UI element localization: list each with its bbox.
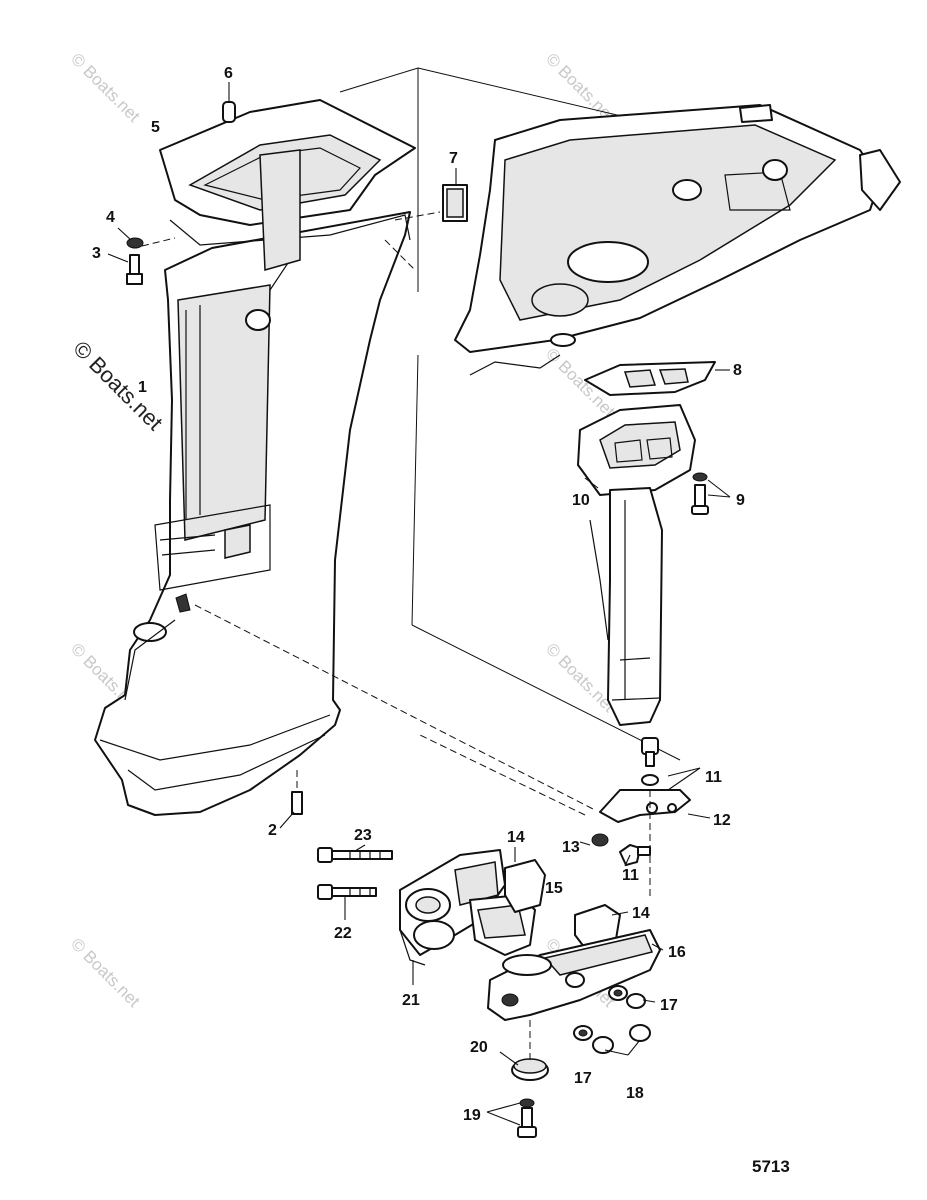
callout-3: 3 — [92, 245, 101, 262]
callout-11: 11 — [705, 769, 722, 786]
callout-17b: 17 — [574, 1070, 592, 1087]
callout-17: 17 — [660, 997, 678, 1014]
watermark-text: © Boats.net — [542, 639, 619, 716]
bolt-washer-set — [107, 227, 176, 285]
callout-14b: 14 — [632, 905, 650, 922]
callout-22: 22 — [334, 925, 352, 942]
callout-labels: 1 2 3 4 5 6 7 8 9 10 11 11 12 13 14 14 1… — [92, 65, 790, 1176]
exhaust-gasket — [584, 361, 730, 396]
dowel-pin — [222, 82, 236, 123]
callout-21: 21 — [402, 992, 420, 1009]
driveshaft-housing — [94, 211, 411, 816]
callout-14: 14 — [507, 829, 525, 846]
top-gasket — [159, 99, 416, 271]
tube-bolt-washer — [691, 472, 731, 515]
callout-1: 1 — [138, 379, 147, 396]
callout-9: 9 — [736, 492, 745, 509]
watermark-text: © Boats.net — [67, 49, 144, 126]
alignment-lines — [194, 211, 651, 900]
callout-13: 13 — [562, 839, 580, 856]
callout-4: 4 — [106, 209, 115, 226]
lower-bracket-assembly — [317, 844, 664, 1138]
callout-19: 19 — [463, 1107, 481, 1124]
callout-16: 16 — [668, 944, 686, 961]
callout-20: 20 — [470, 1039, 488, 1056]
rubber-block — [442, 168, 468, 222]
callout-11b: 11 — [622, 867, 639, 884]
diagram-code: 5713 — [752, 1157, 790, 1176]
callout-2: 2 — [268, 822, 277, 839]
callout-10: 10 — [572, 492, 590, 509]
callout-8: 8 — [733, 362, 742, 379]
watermark-text: © Boats.net — [542, 49, 619, 126]
callout-15: 15 — [545, 880, 563, 897]
watermark-text: © Boats.net — [67, 934, 144, 1011]
callout-18: 18 — [626, 1085, 644, 1102]
exhaust-tube — [577, 404, 696, 726]
ground-strap-set — [419, 734, 711, 867]
callout-5: 5 — [151, 119, 160, 136]
adapter-plate — [454, 104, 901, 376]
callout-6: 6 — [224, 65, 233, 82]
reference-frame — [339, 67, 681, 761]
callout-23: 23 — [354, 827, 372, 844]
callout-7: 7 — [449, 150, 458, 167]
bottom-fitting — [279, 770, 303, 829]
watermark-text-large: © Boats.net — [68, 336, 167, 435]
callout-12: 12 — [713, 812, 731, 829]
